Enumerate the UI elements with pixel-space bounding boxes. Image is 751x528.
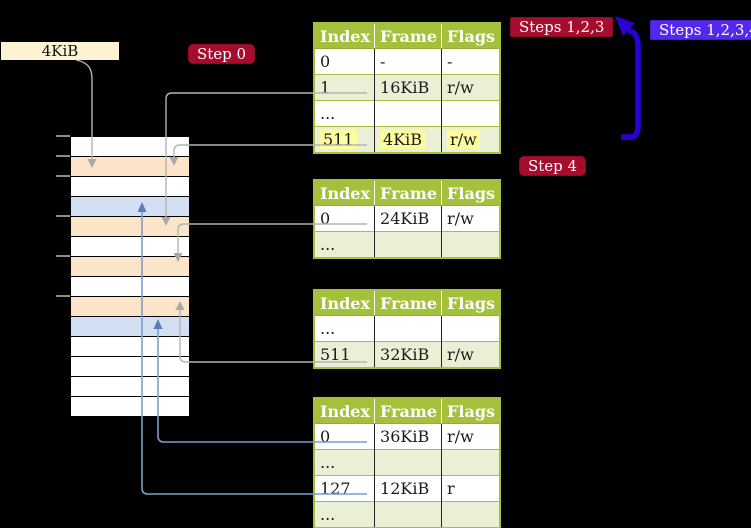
table-row: ...: [314, 315, 501, 342]
table-cell: r/w: [441, 423, 501, 450]
table-cell: [441, 231, 501, 258]
table-cell: [374, 100, 442, 127]
column-header-index: Index: [314, 180, 375, 206]
table-cell: r/w: [441, 126, 501, 153]
steps-loop-arrow: [621, 27, 641, 140]
memory-row-white: [70, 277, 190, 297]
memory-tick: [56, 215, 70, 217]
table-row: ...: [314, 501, 501, 528]
memory-tick: [56, 255, 70, 257]
table-cell: [374, 449, 442, 476]
table-row: ...: [314, 231, 501, 258]
steps1234-badge: Steps 1,2,3,4: [650, 20, 751, 40]
memory-tick: [56, 135, 70, 137]
memory-row-white: [70, 377, 190, 397]
column-header-flags: Flags: [441, 23, 501, 49]
frame-size-label: 4KiB: [1, 42, 119, 60]
table-cell: [441, 100, 501, 127]
table-cell: 1: [314, 74, 375, 101]
table-cell: [374, 501, 442, 528]
table-cell: 4KiB: [374, 126, 442, 153]
memory-strip: [70, 136, 190, 417]
steps-loop-arrowhead-icon: [615, 16, 635, 36]
memory-row-white: [70, 357, 190, 377]
table-cell: ...: [314, 100, 375, 127]
memory-row-white: [70, 237, 190, 257]
memory-row-peach: [70, 157, 190, 177]
column-header-flags: Flags: [441, 180, 501, 206]
table-row: ...: [314, 100, 501, 127]
memory-row-peach: [70, 257, 190, 277]
table-cell: r/w: [441, 341, 501, 368]
table-cell: 12KiB: [374, 475, 442, 502]
table-row: 0--: [314, 48, 501, 75]
table-cell: 32KiB: [374, 341, 442, 368]
table-cell: ...: [314, 315, 375, 342]
column-header-frame: Frame: [374, 23, 442, 49]
memory-row-white: [70, 397, 190, 417]
table-cell: [374, 231, 442, 258]
step0-badge: Step 0: [188, 44, 256, 64]
memory-tick: [56, 155, 70, 157]
table-cell: -: [374, 48, 442, 75]
table-cell: ...: [314, 501, 375, 528]
table-cell: 0: [314, 205, 375, 232]
table-cell: -: [441, 48, 501, 75]
memory-row-white: [70, 137, 190, 157]
column-header-frame: Frame: [374, 398, 442, 424]
memory-row-peach: [70, 297, 190, 317]
memory-tick: [56, 175, 70, 177]
column-header-frame: Frame: [374, 290, 442, 316]
table-cell: 36KiB: [374, 423, 442, 450]
memory-row-blue: [70, 197, 190, 217]
memory-tick: [56, 295, 70, 297]
table-cell: [441, 315, 501, 342]
table-cell: r/w: [441, 205, 501, 232]
memory-row-blue: [70, 317, 190, 337]
table-cell: [441, 501, 501, 528]
column-header-index: Index: [314, 23, 375, 49]
memory-row-white: [70, 337, 190, 357]
column-header-index: Index: [314, 398, 375, 424]
table-cell: 0: [314, 423, 375, 450]
table-cell: r/w: [441, 74, 501, 101]
column-header-flags: Flags: [441, 398, 501, 424]
table-cell: 511: [314, 341, 375, 368]
table-cell: 16KiB: [374, 74, 442, 101]
step4-badge: Step 4: [519, 156, 587, 176]
table-cell: 511: [314, 126, 375, 153]
table-cell: ...: [314, 231, 375, 258]
column-header-frame: Frame: [374, 180, 442, 206]
column-header-flags: Flags: [441, 290, 501, 316]
table-cell: ...: [314, 449, 375, 476]
table-cell: 0: [314, 48, 375, 75]
memory-row-white: [70, 177, 190, 197]
table-cell: r: [441, 475, 501, 502]
table-cell: 24KiB: [374, 205, 442, 232]
table-row: ...: [314, 449, 501, 476]
memory-row-peach: [70, 217, 190, 237]
column-header-index: Index: [314, 290, 375, 316]
table-cell: [374, 315, 442, 342]
steps123-badge: Steps 1,2,3: [510, 17, 614, 37]
table-cell: [441, 449, 501, 476]
table-cell: 127: [314, 475, 375, 502]
